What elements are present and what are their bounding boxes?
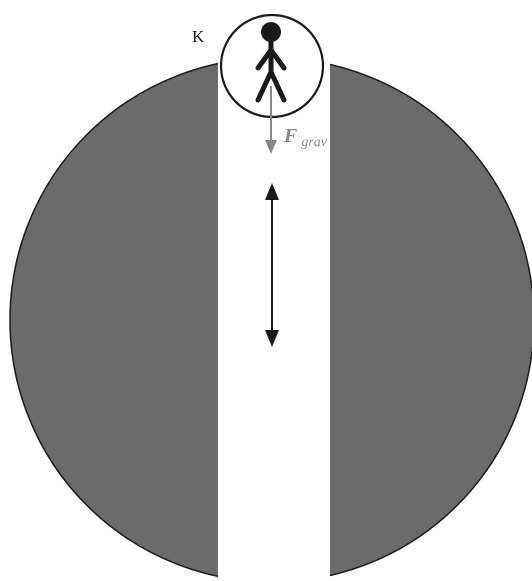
tunnel — [218, 40, 330, 581]
force-symbol: F — [283, 125, 298, 147]
force-subscript: grav — [301, 135, 327, 150]
point-label: K — [192, 27, 205, 46]
